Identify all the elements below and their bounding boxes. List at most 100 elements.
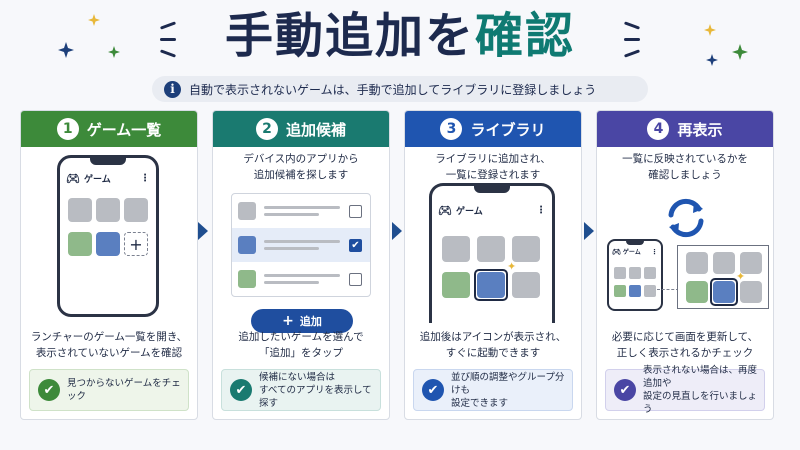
step-desc-top-4: 一覧に反映されているかを 確認しましょう [597, 151, 773, 183]
placeholder-line [264, 206, 340, 209]
step-title-2: 追加候補 [285, 120, 346, 139]
add-button[interactable]: + 追加 [251, 309, 353, 333]
game-tile[interactable] [96, 232, 120, 256]
game-tile[interactable] [629, 267, 641, 279]
app-bar: 🎮︎ ゲーム ⋮ [66, 172, 150, 185]
game-tile[interactable] [68, 232, 92, 256]
sparkle-icon [704, 24, 716, 36]
desc-line: 一覧に反映されているかを [622, 153, 748, 165]
game-tile[interactable] [686, 252, 708, 274]
step-desc-2: 追加したいゲームを選んで 「追加」をタップ [213, 329, 389, 361]
step-number-4: 4 [647, 118, 670, 140]
list-item-selected[interactable]: ✔ [232, 228, 370, 262]
app-bar: 🎮︎ ゲーム ⋮ [438, 204, 546, 217]
game-tile[interactable] [629, 285, 641, 297]
placeholder-line [264, 240, 340, 243]
step-header-4: 4 再表示 [597, 111, 773, 147]
desc-line: 追加候補を探します [253, 169, 349, 181]
app-title: ゲーム [455, 207, 483, 217]
desc-line: 表示されていないゲームを確認 [35, 347, 183, 359]
desc-line: ランチャーのゲーム一覧を開き、 [30, 331, 188, 343]
menu-icon[interactable]: ⋮ [536, 205, 546, 216]
gamepad-icon: 🎮︎ [66, 172, 80, 185]
refresh-icon[interactable] [663, 195, 709, 241]
step-desc-3: 追加後はアイコンが表示され、 すぐに起動できます [405, 329, 581, 361]
add-game-button[interactable]: + [124, 232, 148, 256]
step-number-2: 2 [255, 118, 278, 140]
arrow-right-icon [584, 222, 594, 240]
placeholder-line [264, 281, 319, 284]
gamepad-icon: 🎮︎ [438, 204, 452, 217]
menu-icon[interactable]: ⋮ [651, 247, 658, 256]
app-icon [238, 270, 256, 288]
zoom-connector [657, 289, 679, 290]
game-tile[interactable] [442, 272, 470, 298]
plus-icon: + [282, 313, 294, 329]
tip-line: 設定の見直しを行いましょう [643, 391, 758, 415]
phone-notch [474, 186, 510, 193]
tip-box-4: ✔ 表示されない場合は、再度追加や設定の見直しを行いましょう [605, 365, 765, 415]
game-tile[interactable] [614, 285, 626, 297]
game-tile[interactable] [124, 198, 148, 222]
new-game-tile[interactable] [713, 281, 735, 303]
game-tile[interactable] [740, 252, 762, 274]
step-desc-top-2: デバイス内のアプリから 追加候補を探します [213, 151, 389, 183]
sparkle-icon: ✦ [736, 270, 746, 283]
check-icon: ✔ [230, 379, 252, 401]
game-tile[interactable] [512, 236, 540, 262]
game-tile[interactable] [68, 198, 92, 222]
tip-box-2: ✔ 候補にない場合はすべてのアプリを表示して探す [221, 369, 381, 411]
menu-icon[interactable]: ⋮ [140, 173, 150, 184]
check-icon: ✔ [38, 379, 60, 401]
tip-text: 表示されない場合は、再度追加や設定の見直しを行いましょう [643, 364, 764, 416]
game-tile[interactable] [686, 281, 708, 303]
game-tile[interactable] [96, 198, 120, 222]
app-bar: 🎮︎ ゲーム ⋮ [612, 247, 658, 257]
step-title-4: 再表示 [677, 120, 723, 139]
tip-box-3: ✔ 並び順の調整やグループ分けも設定できます [413, 369, 573, 411]
game-tile[interactable] [644, 267, 656, 279]
game-tile[interactable] [512, 272, 540, 298]
step-card-1: 1 ゲーム一覧 🎮︎ ゲーム ⋮ + ランチャーのゲーム一覧を開き、 表示されて… [20, 110, 198, 420]
check-icon: ✔ [422, 379, 444, 401]
sparkle-icon [706, 54, 718, 66]
list-item[interactable] [232, 194, 370, 228]
game-tile[interactable] [740, 281, 762, 303]
desc-line: 追加後はアイコンが表示され、 [419, 331, 567, 343]
desc-line: すぐに起動できます [445, 347, 541, 359]
game-tile[interactable] [442, 236, 470, 262]
tip-box-1: ✔ 見つからないゲームをチェック [29, 369, 189, 411]
new-game-tile[interactable] [477, 272, 505, 298]
placeholder-line [264, 213, 319, 216]
game-tile[interactable] [477, 236, 505, 262]
step-card-2: 2 追加候補 デバイス内のアプリから 追加候補を探します ✔ [212, 110, 390, 420]
tip-line: 設定できます [451, 397, 509, 409]
step-title-3: ライブラリ [470, 120, 546, 139]
info-icon: i [164, 80, 181, 98]
tip-line: 候補にない場合は [259, 371, 336, 383]
game-tile[interactable] [644, 285, 656, 297]
sparkle-icon [58, 42, 74, 58]
app-icon [238, 236, 256, 254]
tip-line: 並び順の調整やグループ分けも [451, 371, 565, 396]
checkbox[interactable] [349, 272, 362, 286]
step-header-1: 1 ゲーム一覧 [21, 111, 197, 147]
app-icon [238, 202, 256, 220]
list-item[interactable] [232, 262, 370, 296]
checkbox[interactable] [349, 204, 362, 218]
step-card-4: 4 再表示 一覧に反映されているかを 確認しましょう 🎮︎ ゲーム ⋮ [596, 110, 774, 420]
sparkle-icon [732, 44, 748, 60]
new-game-highlight [474, 269, 508, 301]
gamepad-icon: 🎮︎ [612, 247, 621, 256]
tip-text: 候補にない場合はすべてのアプリを表示して探す [259, 371, 380, 410]
subtitle-text: 自動で表示されないゲームは、手動で追加してライブラリに登録しましょう [189, 82, 597, 97]
checkbox-checked[interactable]: ✔ [349, 238, 362, 252]
arrow-right-icon [198, 222, 208, 240]
candidate-list: ✔ [231, 193, 371, 297]
desc-line: 必要に応じて画面を更新して、 [611, 331, 759, 343]
game-tile[interactable] [713, 252, 735, 274]
page-title: 手動追加を確認 [0, 2, 800, 70]
game-tile[interactable] [614, 267, 626, 279]
title-part-2: 確認 [475, 8, 576, 64]
app-title: ゲーム [83, 175, 111, 185]
